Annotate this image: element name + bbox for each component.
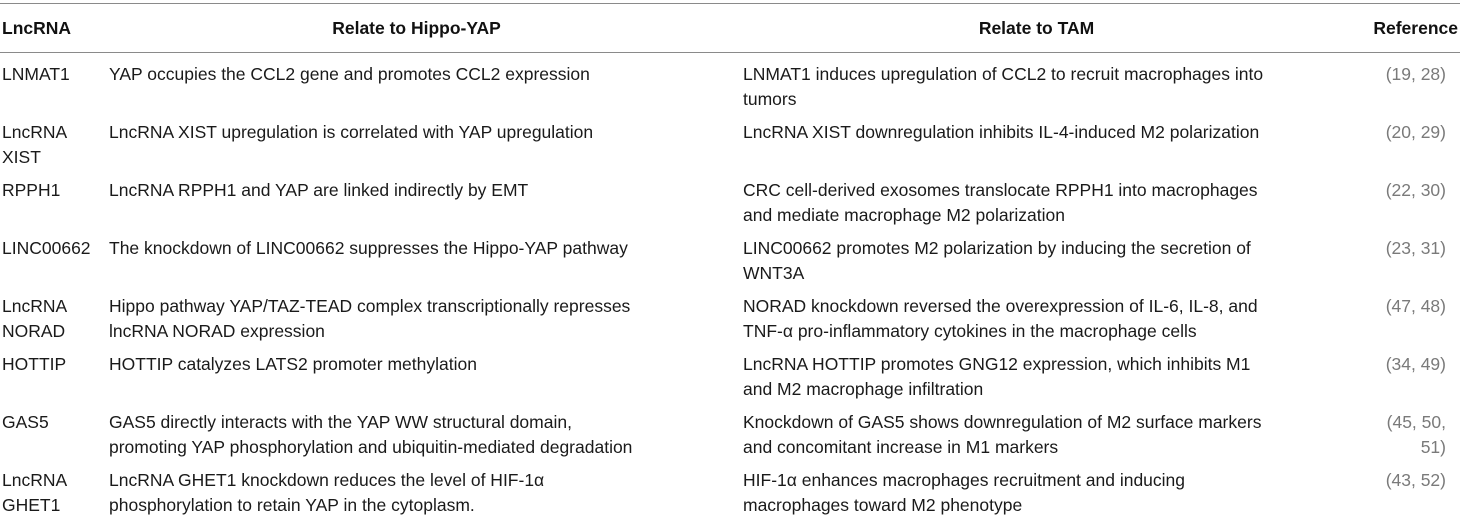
cell-reference-line: 51) — [1420, 437, 1446, 457]
cell-lncrna-line: LncRNA — [2, 122, 68, 142]
cell-reference: (22, 30) — [1340, 170, 1460, 228]
cell-tam-line: Knockdown of GAS5 shows downregulation o… — [743, 412, 1262, 432]
cell-lncrna: GAS5 — [0, 402, 100, 460]
cell-reference-line: (19, 28) — [1385, 64, 1446, 84]
cell-reference-line: (20, 29) — [1385, 122, 1446, 142]
cell-hippo-yap-line: GAS5 directly interacts with the YAP WW … — [109, 412, 572, 432]
cell-tam-line: and concomitant increase in M1 markers — [743, 437, 1059, 457]
cell-tam-line: macrophages toward M2 phenotype — [743, 495, 1023, 515]
cell-tam-line: WNT3A — [743, 263, 805, 283]
cell-tam: LINC00662 promotes M2 polarization by in… — [733, 228, 1340, 286]
cell-lncrna: HOTTIP — [0, 344, 100, 402]
table-top-rule — [0, 3, 1460, 4]
cell-hippo-yap-line: promoting YAP phosphorylation and ubiqui… — [109, 437, 633, 457]
table-row: HOTTIP HOTTIP catalyzes LATS2 promoter me… — [0, 344, 1460, 402]
table-row: LNMAT1 YAP occupies the CCL2 gene and pro… — [0, 52, 1460, 112]
header-tam: Relate to TAM — [978, 17, 1095, 38]
table-row: LINC00662 The knockdown of LINC00662 supp… — [0, 228, 1460, 286]
table-row: RPPH1 LncRNA RPPH1 and YAP are linked ind… — [0, 170, 1460, 228]
cell-lncrna-line: RPPH1 — [2, 180, 61, 200]
cell-hippo-yap: HOTTIP catalyzes LATS2 promoter methylat… — [100, 344, 733, 402]
cell-hippo-yap-line: The knockdown of LINC00662 suppresses th… — [109, 238, 628, 258]
header-hippo-yap: Relate to Hippo-YAP — [332, 17, 501, 38]
cell-reference: (23, 31) — [1340, 228, 1460, 286]
cell-lncrna-line: LNMAT1 — [2, 64, 70, 84]
cell-hippo-yap-line: phosphorylation to retain YAP in the cyt… — [109, 495, 475, 515]
table-row: LncRNA NORAD Hippo pathway YAP/TAZ-TEAD co… — [0, 286, 1460, 344]
cell-tam-line: LncRNA XIST downregulation inhibits IL-4… — [743, 122, 1260, 142]
cell-tam-line: LINC00662 promotes M2 polarization by in… — [743, 238, 1251, 258]
cell-lncrna: RPPH1 — [0, 170, 100, 228]
cell-tam-line: LNMAT1 induces upregulation of CCL2 to r… — [743, 64, 1264, 84]
table-header-rule — [0, 52, 1460, 53]
cell-reference: (20, 29) — [1340, 112, 1460, 170]
cell-hippo-yap-line: Hippo pathway YAP/TAZ-TEAD complex trans… — [109, 296, 631, 316]
lncrna-table: LncRNA Relate to Hippo-YAP Relate to TAM… — [0, 3, 1460, 515]
cell-tam-line: CRC cell-derived exosomes translocate RP… — [743, 180, 1258, 200]
cell-lncrna-line: XIST — [2, 147, 41, 167]
cell-tam-line: NORAD knockdown reversed the overexpress… — [743, 296, 1258, 316]
cell-hippo-yap: LncRNA RPPH1 and YAP are linked indirect… — [100, 170, 733, 228]
cell-reference: (19, 28) — [1340, 52, 1460, 112]
header-reference: Reference — [1373, 17, 1458, 38]
cell-tam: Knockdown of GAS5 shows downregulation o… — [733, 402, 1340, 460]
cell-tam-line: and M2 macrophage infiltration — [743, 379, 984, 399]
cell-tam: NORAD knockdown reversed the overexpress… — [733, 286, 1340, 344]
cell-hippo-yap-line: LncRNA GHET1 knockdown reduces the level… — [109, 470, 545, 490]
cell-reference-line: (23, 31) — [1385, 238, 1446, 258]
cell-reference: (45, 50, 51) — [1340, 402, 1460, 460]
cell-lncrna-line: GHET1 — [2, 495, 61, 515]
cell-lncrna: LncRNA XIST — [0, 112, 100, 170]
header-row: LncRNA Relate to Hippo-YAP Relate to TAM… — [0, 4, 1460, 52]
cell-lncrna-line: HOTTIP — [2, 354, 67, 374]
cell-reference-line: (34, 49) — [1385, 354, 1446, 374]
table-body: LNMAT1 YAP occupies the CCL2 gene and pro… — [0, 52, 1460, 518]
cell-tam: LncRNA HOTTIP promotes GNG12 expression,… — [733, 344, 1340, 402]
cell-tam-line: and mediate macrophage M2 polarization — [743, 205, 1065, 225]
cell-reference: (47, 48) — [1340, 286, 1460, 344]
cell-lncrna-line: LncRNA — [2, 296, 68, 316]
cell-tam-line: TNF-α pro-inflammatory cytokines in the … — [743, 321, 1197, 341]
cell-lncrna: LNMAT1 — [0, 52, 100, 112]
cell-tam-line: LncRNA HOTTIP promotes GNG12 expression,… — [743, 354, 1251, 374]
cell-lncrna-line: NORAD — [2, 321, 66, 341]
cell-reference: (34, 49) — [1340, 344, 1460, 402]
cell-reference-line: (22, 30) — [1385, 180, 1446, 200]
cell-lncrna-line: GAS5 — [2, 412, 49, 432]
header-lncrna: LncRNA — [2, 17, 72, 38]
cell-hippo-yap-line: HOTTIP catalyzes LATS2 promoter methylat… — [109, 354, 477, 374]
cell-hippo-yap-line: lncRNA NORAD expression — [109, 321, 325, 341]
cell-hippo-yap: YAP occupies the CCL2 gene and promotes … — [100, 52, 733, 112]
cell-hippo-yap: The knockdown of LINC00662 suppresses th… — [100, 228, 733, 286]
cell-hippo-yap-line: YAP occupies the CCL2 gene and promotes … — [109, 64, 590, 84]
cell-hippo-yap-line: LncRNA RPPH1 and YAP are linked indirect… — [109, 180, 529, 200]
cell-hippo-yap: LncRNA GHET1 knockdown reduces the level… — [100, 460, 733, 518]
cell-hippo-yap: Hippo pathway YAP/TAZ-TEAD complex trans… — [100, 286, 733, 344]
cell-hippo-yap: LncRNA XIST upregulation is correlated w… — [100, 112, 733, 170]
table-row: GAS5 GAS5 directly interacts with the YAP… — [0, 402, 1460, 460]
cell-lncrna: LncRNA NORAD — [0, 286, 100, 344]
table-row: LncRNA XIST LncRNA XIST upregulation is co… — [0, 112, 1460, 170]
cell-tam: LncRNA XIST downregulation inhibits IL-4… — [733, 112, 1340, 170]
cell-hippo-yap-line: LncRNA XIST upregulation is correlated w… — [109, 122, 594, 142]
cell-tam: CRC cell-derived exosomes translocate RP… — [733, 170, 1340, 228]
cell-reference-line: (43, 52) — [1385, 470, 1446, 490]
cell-lncrna-line: LINC00662 — [2, 238, 91, 258]
cell-tam-line: HIF-1α enhances macrophages recruitment … — [743, 470, 1186, 490]
cell-lncrna: LncRNA GHET1 — [0, 460, 100, 518]
cell-reference-line: (45, 50, — [1386, 412, 1446, 432]
data-table: LncRNA Relate to Hippo-YAP Relate to TAM… — [0, 4, 1460, 518]
cell-lncrna: LINC00662 — [0, 228, 100, 286]
cell-lncrna-line: LncRNA — [2, 470, 68, 490]
cell-tam: HIF-1α enhances macrophages recruitment … — [733, 460, 1340, 518]
table-row: LncRNA GHET1 LncRNA GHET1 knockdown reduce… — [0, 460, 1460, 518]
cell-tam: LNMAT1 induces upregulation of CCL2 to r… — [733, 52, 1340, 112]
cell-reference-line: (47, 48) — [1385, 296, 1446, 316]
cell-reference: (43, 52) — [1340, 460, 1460, 518]
cell-tam-line: tumors — [743, 89, 797, 109]
cell-hippo-yap: GAS5 directly interacts with the YAP WW … — [100, 402, 733, 460]
